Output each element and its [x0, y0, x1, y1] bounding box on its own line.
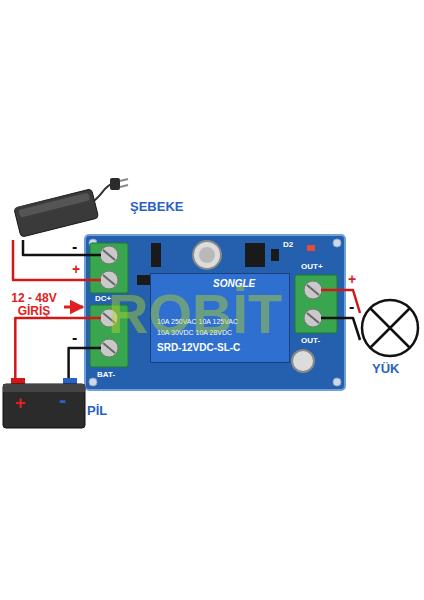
power-cord	[92, 184, 112, 202]
wire-stub	[321, 317, 345, 320]
wire	[15, 318, 85, 378]
silkscreen-label: BAT-	[97, 371, 115, 380]
power-adapter: ŞEBEKE	[8, 190, 108, 240]
wire	[345, 318, 360, 340]
wire-stub	[85, 347, 101, 350]
adapter-body	[14, 189, 99, 237]
mounting-hole	[333, 378, 341, 386]
polarity-sign: -	[72, 329, 77, 347]
silkscreen-label: OUT+	[301, 263, 323, 272]
pcb	[85, 235, 345, 390]
mounting-hole	[89, 378, 97, 386]
terminal-screw	[304, 281, 322, 299]
battery: +-PİL	[3, 378, 85, 428]
polarity-sign: -	[349, 298, 354, 316]
mounting-hole	[333, 239, 341, 247]
load-label: YÜK	[372, 362, 399, 376]
node-outline	[360, 298, 420, 358]
wire	[345, 290, 360, 313]
polarity-sign: +	[72, 262, 80, 277]
silkscreen-label: OUT-	[301, 337, 320, 346]
capacitor	[193, 241, 221, 269]
battery-body	[3, 384, 85, 428]
ic-chip	[245, 243, 265, 267]
polarity-sign: -	[59, 388, 66, 412]
silkscreen-label: D2	[283, 241, 293, 250]
wire	[23, 240, 85, 255]
polarity-sign: +	[72, 300, 80, 315]
node-outline	[8, 190, 108, 240]
lamp-symbol	[362, 300, 418, 356]
wire-stub	[321, 289, 345, 292]
wire-stub	[85, 279, 101, 282]
wire	[13, 240, 85, 280]
capacitor	[292, 350, 314, 372]
wire	[69, 348, 85, 378]
battery-label: PİL	[87, 404, 107, 418]
terminal-screw	[304, 309, 322, 327]
watermark: ROBİT	[108, 283, 282, 345]
polarity-sign: -	[72, 238, 77, 256]
mains-plug	[110, 178, 128, 190]
led	[307, 245, 315, 251]
jumper	[151, 243, 161, 267]
polarity-sign: +	[348, 272, 356, 287]
terminal-block	[295, 275, 337, 333]
smd-part	[271, 249, 279, 261]
wire-stub	[85, 254, 101, 257]
polarity-sign: +	[15, 394, 26, 414]
terminal-screw	[100, 246, 118, 264]
mains-label: ŞEBEKE	[130, 200, 183, 214]
lamp-load: YÜK	[360, 298, 420, 358]
input-voltage-label: 12 - 48V GİRİŞ	[2, 292, 66, 318]
wire-stub	[85, 317, 101, 320]
